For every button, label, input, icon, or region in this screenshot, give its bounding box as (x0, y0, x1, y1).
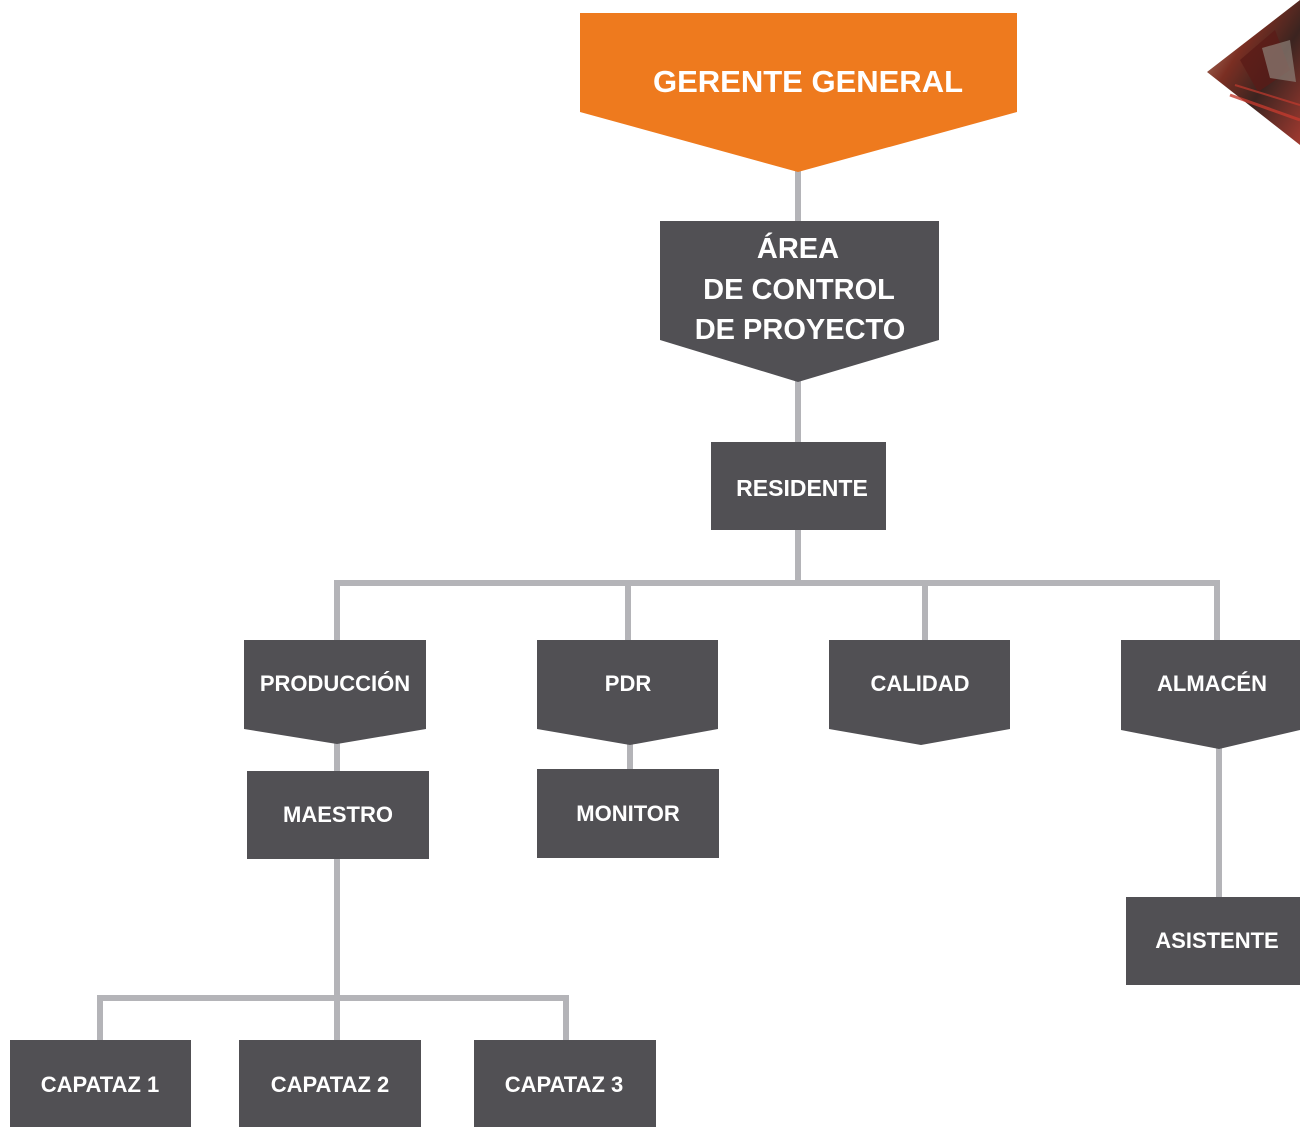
node-calidad-label: CALIDAD (871, 671, 970, 696)
node-almacen-label: ALMACÉN (1157, 671, 1267, 696)
node-monitor-label: MONITOR (576, 801, 680, 826)
node-capataz-3: CAPATAZ 3 (474, 1040, 656, 1127)
node-area-control-shape (660, 221, 939, 382)
node-area-control-label-line3: DE PROYECTO (695, 314, 906, 346)
node-produccion: PRODUCCIÓN (244, 640, 426, 744)
node-asistente-shape (1126, 897, 1300, 985)
node-produccion-shape (244, 640, 426, 744)
node-capataz-2: CAPATAZ 2 (239, 1040, 421, 1127)
node-residente-label: RESIDENTE (736, 475, 868, 501)
node-gerente-general: GERENTE GENERAL (580, 13, 1017, 172)
node-pdr-label: PDR (605, 671, 652, 696)
node-residente: RESIDENTE (711, 442, 886, 530)
node-area-control-label-line1: ÁREA (757, 231, 839, 265)
node-gerente-general-label: GERENTE GENERAL (653, 64, 963, 99)
node-monitor-shape (537, 769, 719, 858)
node-capataz-1-shape (10, 1040, 191, 1127)
node-maestro-label: MAESTRO (283, 802, 393, 827)
node-asistente: ASISTENTE (1126, 897, 1300, 985)
node-capataz-3-label: CAPATAZ 3 (505, 1072, 624, 1097)
node-gerente-general-shape (580, 13, 1017, 172)
node-area-control: ÁREA DE CONTROL DE PROYECTO (660, 221, 939, 382)
node-pdr: PDR (537, 640, 718, 745)
node-capataz-1: CAPATAZ 1 (10, 1040, 191, 1127)
node-almacen: ALMACÉN (1121, 640, 1300, 749)
node-calidad: CALIDAD (829, 640, 1010, 745)
node-monitor: MONITOR (537, 769, 719, 858)
construction-photo-icon (1207, 0, 1300, 145)
connector-lines (97, 170, 1222, 1042)
node-asistente-label: ASISTENTE (1155, 928, 1278, 953)
node-almacen-shape (1121, 640, 1300, 749)
node-capataz-2-shape (239, 1040, 421, 1127)
node-pdr-shape (537, 640, 718, 745)
node-residente-shape (711, 442, 886, 530)
node-maestro-shape (247, 771, 429, 859)
node-area-control-label-line2: DE CONTROL (703, 274, 895, 306)
node-produccion-label: PRODUCCIÓN (260, 671, 410, 696)
node-capataz-3-shape (474, 1040, 656, 1127)
node-calidad-shape (829, 640, 1010, 745)
node-capataz-1-label: CAPATAZ 1 (41, 1072, 160, 1097)
node-capataz-2-label: CAPATAZ 2 (271, 1072, 390, 1097)
node-maestro: MAESTRO (247, 771, 429, 859)
